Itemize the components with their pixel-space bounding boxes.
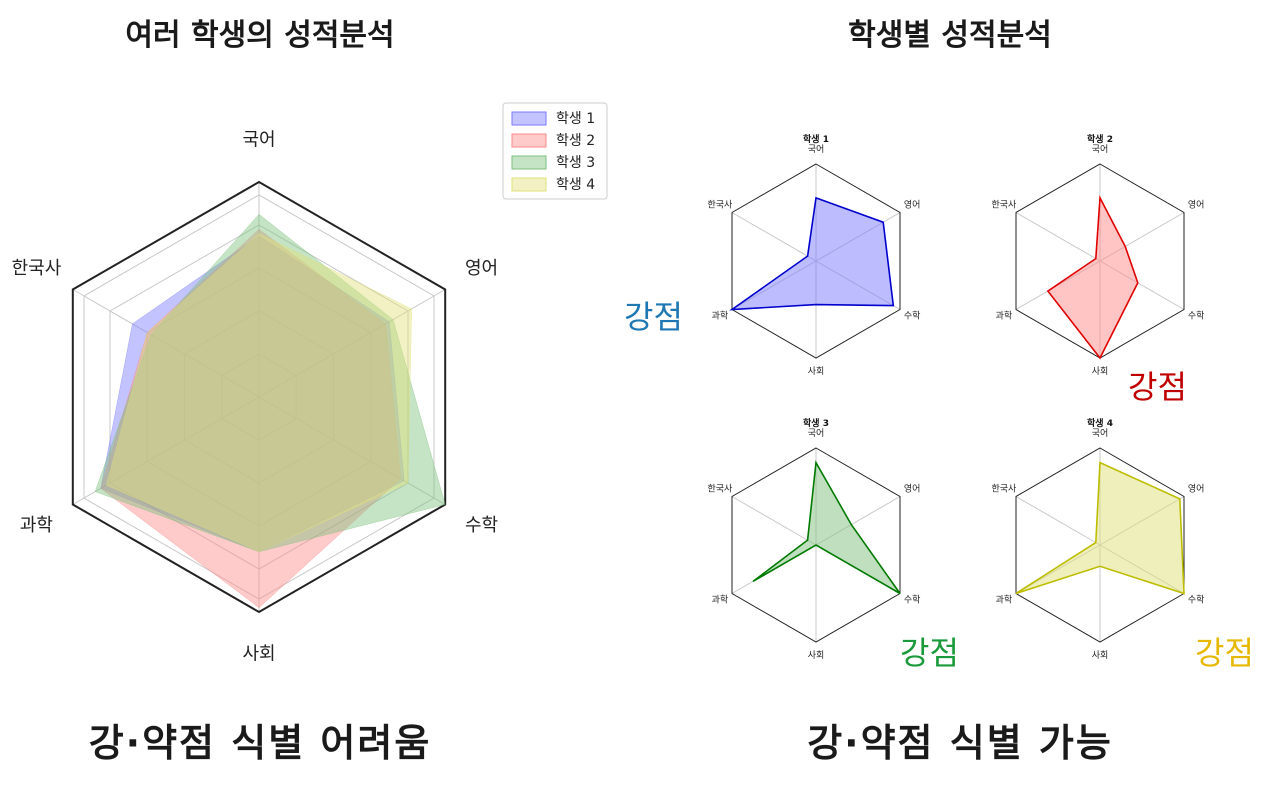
axis-label: 사회 xyxy=(1092,366,1109,377)
axis-label: 영어 xyxy=(1188,200,1205,211)
axis-label: 영어 xyxy=(465,258,498,279)
legend-swatch xyxy=(511,155,547,170)
legend: 학생 1 학생 2 학생 3 학생 4 xyxy=(502,102,608,200)
chart-title: 학생 4 xyxy=(1087,417,1113,429)
legend-label: 학생 4 xyxy=(556,177,595,193)
strength-callout-student-4: 강점 xyxy=(1195,634,1254,672)
axis-label: 한국사 xyxy=(12,258,62,279)
series-area-학생4 xyxy=(106,233,412,553)
axis-label: 한국사 xyxy=(707,484,733,495)
axis-spoke xyxy=(72,396,260,505)
right-title: 학생별 성적분석 xyxy=(848,18,1052,53)
chart-title: 학생 3 xyxy=(803,417,829,429)
series-area-student4 xyxy=(1015,461,1185,595)
axis-spoke xyxy=(258,289,446,398)
axis-spoke xyxy=(72,289,260,398)
series-area-student1 xyxy=(729,196,895,311)
strength-callout-student-1: 강점 xyxy=(624,298,683,336)
series-area-student2 xyxy=(1046,195,1139,360)
left-caption: 강·약점 식별 어려움 xyxy=(88,721,432,765)
outer-frame xyxy=(1015,447,1185,643)
axis-label: 수학 xyxy=(1188,595,1205,606)
axis-label: 수학 xyxy=(904,595,921,606)
legend-box xyxy=(502,102,608,200)
chart-title: 학생 1 xyxy=(803,133,829,145)
axis-label: 한국사 xyxy=(707,200,733,211)
axis-label: 사회 xyxy=(808,366,825,377)
outer-frame xyxy=(731,447,901,643)
legend-swatch xyxy=(511,177,547,192)
chart-title: 학생 2 xyxy=(1087,133,1113,145)
axis-label: 수학 xyxy=(904,311,921,322)
axis-label: 국어 xyxy=(808,144,825,155)
axis-label: 한국사 xyxy=(991,484,1017,495)
series-area-student3 xyxy=(752,460,901,595)
axis-spoke xyxy=(731,212,817,262)
strength-callout-student-3: 강점 xyxy=(900,634,959,672)
axis-label: 사회 xyxy=(808,650,825,661)
axis-spoke xyxy=(1015,212,1101,262)
legend-label: 학생 1 xyxy=(556,111,595,127)
axis-spoke xyxy=(731,496,817,546)
axis-label: 영어 xyxy=(904,200,921,211)
legend-swatch xyxy=(511,133,547,148)
axis-spoke xyxy=(258,396,446,505)
right-caption: 강·약점 식별 가능 xyxy=(807,721,1113,765)
axis-label: 국어 xyxy=(1092,428,1109,439)
outer-frame xyxy=(731,163,901,359)
axis-label: 과학 xyxy=(20,515,53,536)
axis-label: 사회 xyxy=(1092,650,1109,661)
axis-label: 한국사 xyxy=(991,200,1017,211)
legend-swatch xyxy=(511,111,547,126)
axis-label: 과학 xyxy=(996,595,1013,606)
axis-label: 과학 xyxy=(712,311,729,322)
strength-callout-student-2: 강점 xyxy=(1128,368,1187,406)
axis-label: 과학 xyxy=(712,595,729,606)
axis-spoke xyxy=(1015,496,1101,546)
axis-label: 과학 xyxy=(996,311,1013,322)
left-title: 여러 학생의 성적분석 xyxy=(125,18,395,53)
legend-label: 학생 3 xyxy=(556,155,595,171)
legend-label: 학생 2 xyxy=(556,133,595,149)
axis-label: 영어 xyxy=(904,484,921,495)
axis-label: 영어 xyxy=(1188,484,1205,495)
axis-label: 사회 xyxy=(242,644,275,665)
axis-label: 국어 xyxy=(808,428,825,439)
axis-label: 수학 xyxy=(1188,311,1205,322)
axis-label: 국어 xyxy=(242,130,275,151)
outer-frame xyxy=(71,180,447,614)
axis-label: 수학 xyxy=(465,515,498,536)
axis-label: 국어 xyxy=(1092,144,1109,155)
